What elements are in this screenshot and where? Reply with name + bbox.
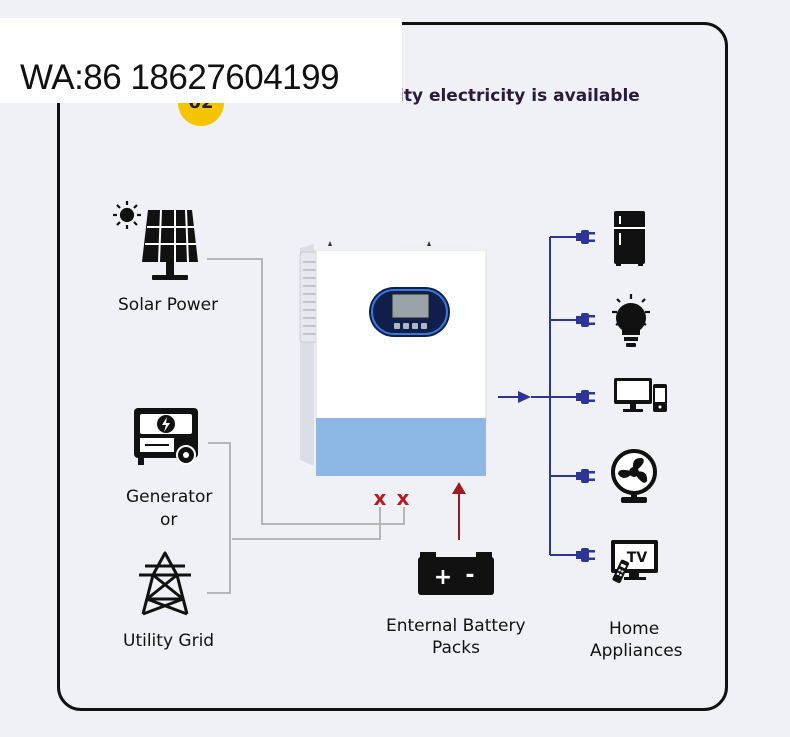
solar-wire — [207, 258, 405, 525]
battery-label-line1: Enternal Battery — [386, 616, 526, 636]
generator-icon — [134, 408, 198, 465]
disconnect-mark-left: x — [374, 486, 387, 510]
plug-icon — [576, 390, 595, 404]
inverter-unit — [299, 240, 487, 476]
generator-wire — [207, 442, 231, 594]
tv-label: TV — [627, 550, 648, 566]
generator-label: Generator — [126, 487, 213, 507]
battery-minus: - — [465, 563, 474, 588]
remote-icon — [612, 559, 630, 584]
section-title: ity electricity is available — [398, 86, 640, 106]
light-bulb-icon — [612, 294, 650, 347]
source-wiring — [207, 258, 405, 594]
step-badge: 02 — [178, 102, 224, 126]
plugs — [576, 230, 595, 562]
utility-grid-label: Utility Grid — [123, 631, 215, 651]
refrigerator-icon — [614, 211, 645, 266]
computer-icon — [614, 378, 667, 412]
step-number: 02 — [178, 102, 224, 126]
tv-icon: TV — [611, 540, 658, 584]
watermark-text: WA:86 18627604199 — [20, 58, 340, 97]
or-label: or — [160, 510, 178, 530]
appliances-label-line1: Home — [609, 619, 660, 639]
appliance-bus — [549, 236, 576, 556]
plug-icon — [576, 548, 595, 562]
plug-icon — [576, 230, 595, 244]
generator-to-inverter-wire — [232, 507, 381, 540]
output-arrow — [498, 391, 550, 403]
utility-tower-icon — [139, 551, 191, 616]
solar-panel-icon — [113, 201, 198, 280]
fan-icon — [611, 449, 657, 503]
disconnect-mark-right: x — [397, 486, 410, 510]
battery-plus: + — [434, 565, 452, 590]
sun-icon — [113, 201, 141, 229]
battery-label-line2: Packs — [432, 638, 480, 658]
watermark-box: WA:86 18627604199 — [0, 18, 402, 103]
plug-icon — [576, 469, 595, 483]
battery-icon: + - — [418, 552, 494, 595]
appliances-label-line2: Appliances — [590, 641, 683, 661]
plug-icon — [576, 313, 595, 327]
battery-charge-arrow — [452, 482, 466, 540]
solar-power-label: Solar Power — [118, 295, 219, 315]
